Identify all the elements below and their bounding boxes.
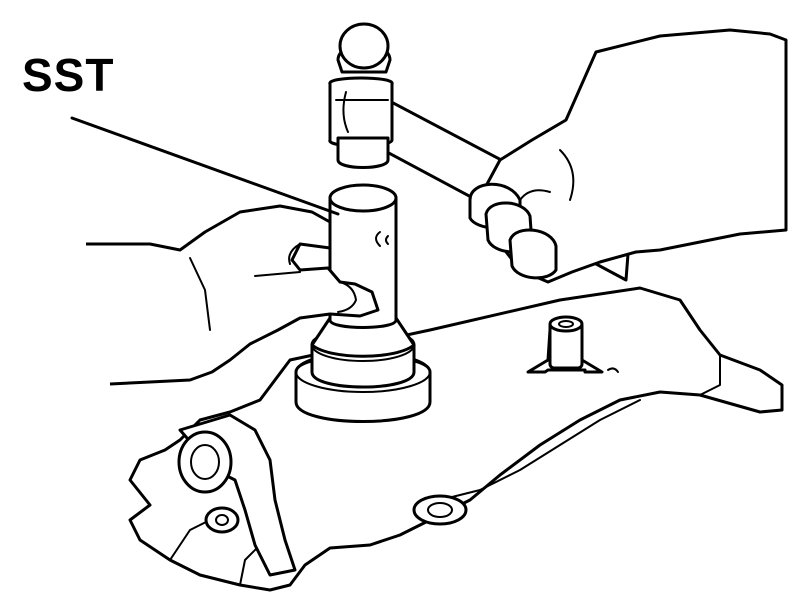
locating-stud (526, 315, 619, 374)
bolt-hole (412, 494, 468, 526)
sst-callout-label: SST (22, 49, 115, 101)
special-service-tool (294, 183, 432, 423)
callout-leader-line (70, 116, 340, 216)
right-hand (468, 28, 788, 284)
housing-plate (128, 286, 784, 592)
bearing-boss (177, 413, 297, 577)
left-hand (86, 204, 380, 386)
